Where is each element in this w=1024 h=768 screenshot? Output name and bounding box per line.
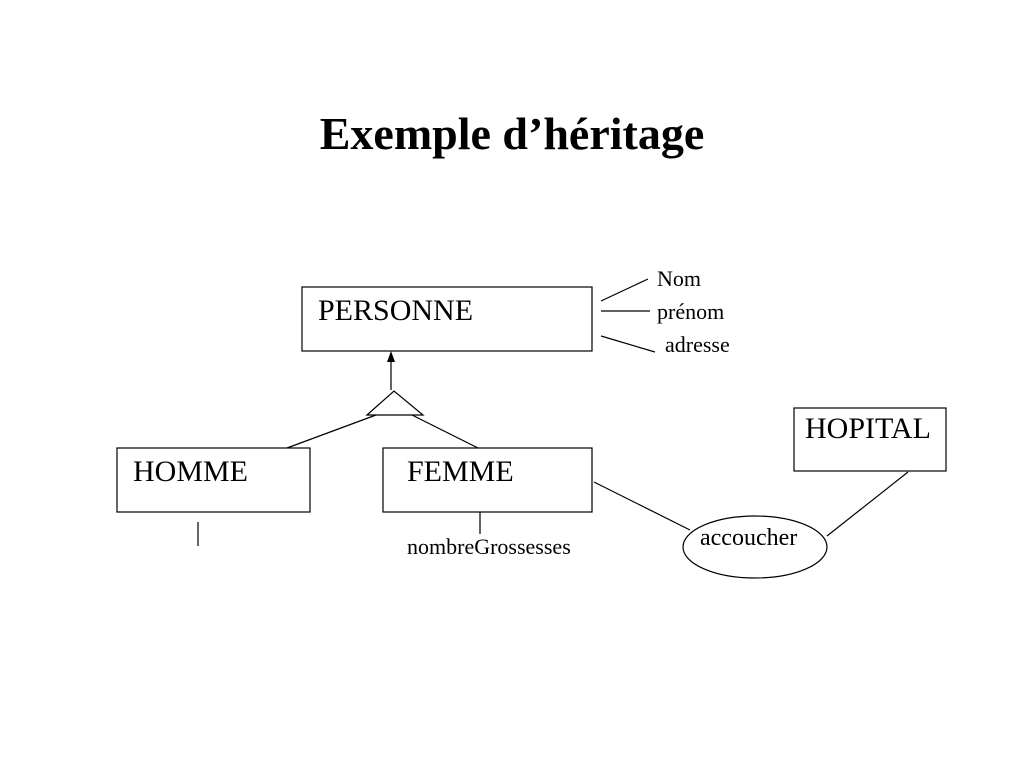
entity-hopital: HOPITAL — [793, 407, 947, 472]
attr-nom: Nom — [657, 266, 701, 291]
entity-homme-label: HOMME — [133, 455, 248, 488]
entity-homme-box — [116, 447, 311, 513]
entity-femme-label: FEMME — [407, 455, 514, 488]
assoc-line-hopital — [826, 471, 909, 537]
slide-title: Exemple d’héritage — [319, 108, 705, 159]
attr-line-nom — [600, 278, 649, 302]
entity-hopital-box — [793, 407, 947, 472]
association-accoucher: accoucher — [682, 515, 828, 579]
association-accoucher-ellipse — [682, 515, 828, 579]
specialization-triangle — [365, 390, 425, 416]
entity-personne-box — [301, 286, 593, 352]
inheritance-line-homme — [286, 414, 377, 449]
entity-personne: PERSONNE — [301, 286, 593, 352]
entity-hopital-label: HOPITAL — [805, 412, 931, 445]
entity-femme-box — [382, 447, 593, 513]
attr-prenom: prénom — [657, 299, 724, 324]
attr-nombre-grossesses: nombreGrossesses — [407, 534, 571, 559]
entity-femme: FEMME — [382, 447, 593, 513]
entity-homme: HOMME — [116, 447, 311, 513]
attr-line-adresse — [600, 335, 656, 353]
entity-personne-label: PERSONNE — [318, 294, 473, 327]
inheritance-arrow-head — [387, 351, 395, 362]
inheritance-line-femme — [411, 414, 479, 449]
association-accoucher-label: accoucher — [700, 525, 797, 551]
assoc-line-femme — [593, 481, 691, 531]
attr-adresse: adresse — [665, 332, 730, 357]
